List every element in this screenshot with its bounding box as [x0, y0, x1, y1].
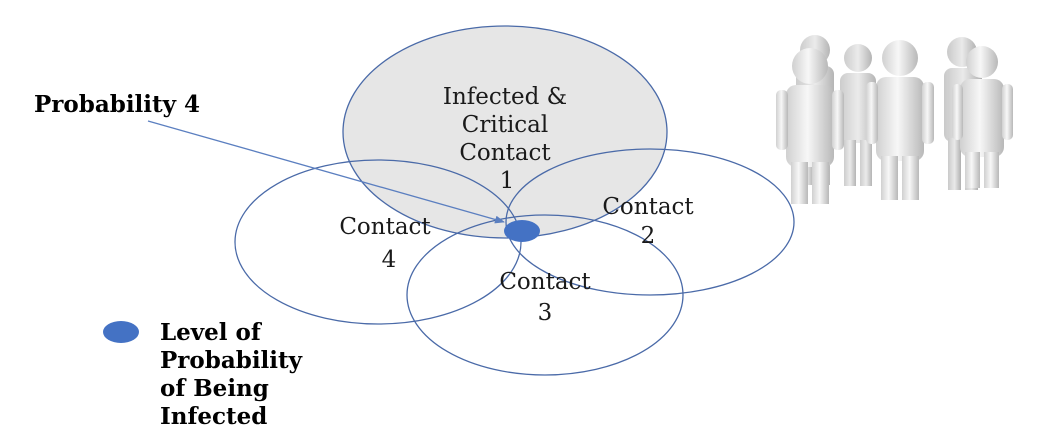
probability-dot [504, 220, 540, 242]
person-figure-front-right [952, 46, 1013, 188]
legend-dot-icon [103, 321, 139, 343]
contact-2-label-line1: Contact [602, 194, 694, 220]
people-group-icon [776, 35, 1013, 204]
contact-1-label-line3: Contact [459, 140, 551, 166]
legend-line1: Level of [160, 319, 263, 346]
probability-arrow [147, 120, 505, 224]
contact-1-label-line4: 1 [500, 168, 515, 194]
legend-line3: of Being [160, 375, 269, 402]
contact-3-label-line1: Contact [499, 269, 591, 295]
circle-contact-1 [342, 25, 668, 239]
circle-contact-3 [406, 214, 684, 376]
legend-line2: Probability [160, 347, 303, 374]
contact-4-label-line1: Contact [339, 214, 431, 240]
contact-3-label-line2: 3 [538, 300, 553, 326]
circle-contact-4 [234, 159, 522, 325]
contact-4-label-line2: 4 [382, 247, 397, 273]
person-figure-front-middle [866, 40, 934, 200]
contact-1-label-line2: Critical [462, 112, 549, 138]
contact-2-label-line2: 2 [641, 223, 656, 249]
probability-4-label: Probability 4 [34, 91, 200, 118]
person-figure-front-left [776, 48, 844, 204]
contact-1-label-line1: Infected & [443, 84, 567, 110]
legend-line4: Infected [160, 403, 267, 430]
circle-contact-2 [505, 148, 795, 296]
